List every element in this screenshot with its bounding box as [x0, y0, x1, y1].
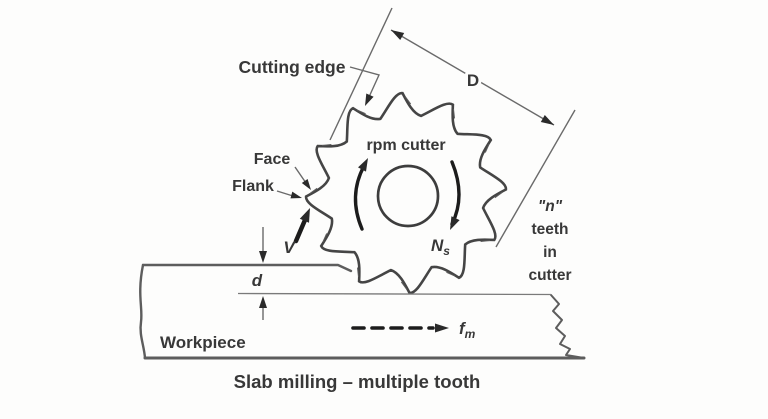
spindle-speed-main: N: [431, 236, 444, 255]
feed-label: fm: [459, 319, 476, 341]
diameter-arrowhead-right: [540, 115, 554, 125]
feed-label-sub: m: [465, 327, 476, 341]
depth-upper-arrowhead: [259, 251, 267, 263]
depth-of-cut-label: d: [252, 271, 263, 290]
workpiece-right-break-edge: [550, 294, 585, 359]
flank-leader-line: [276, 190, 294, 197]
feed-label-main: f: [459, 319, 467, 338]
velocity-arrow-shaft: [293, 217, 308, 244]
spindle-speed-label: Ns: [431, 236, 450, 258]
diameter-extension-line-lower: [495, 109, 576, 248]
teeth-note-line-3: in: [543, 244, 557, 261]
diagram-caption: Slab milling – multiple tooth: [234, 371, 481, 392]
cutter-bore-circle: [376, 164, 440, 228]
diameter-dimension-line: [390, 29, 555, 126]
rpm-cutter-label: rpm cutter: [366, 137, 445, 154]
diameter-extension-line-upper: [329, 7, 393, 141]
face-label: Face: [254, 151, 291, 168]
face-arrowhead: [301, 179, 311, 190]
cutting-edge-leader-line: [349, 66, 380, 98]
depth-of-cut-line: [237, 292, 552, 296]
workpiece-left-break-edge: [139, 263, 147, 360]
teeth-count-note: "n" teeth in cutter: [528, 198, 571, 284]
diameter-arrowhead-left: [391, 30, 405, 40]
spindle-speed-sub: s: [443, 244, 450, 258]
depth-lower-arrowhead: [259, 296, 267, 308]
rotation-arrowhead-left: [358, 158, 368, 172]
velocity-label: V: [283, 238, 296, 257]
rotation-arc-left: [353, 164, 366, 231]
cutting-edge-arrowhead: [365, 93, 374, 106]
teeth-note-line-1: "n": [538, 198, 563, 215]
teeth-note-line-4: cutter: [528, 267, 571, 284]
flank-label: Flank: [232, 178, 274, 195]
rotation-arrowhead-right: [450, 216, 460, 230]
flank-arrowhead: [290, 191, 302, 199]
face-leader-line: [294, 166, 307, 184]
cutting-edge-label: Cutting edge: [239, 57, 346, 77]
workpiece-body: [140, 265, 584, 358]
diameter-label: D: [467, 71, 479, 90]
cutter-tooth-ticks: [309, 96, 503, 290]
workpiece-label: Workpiece: [160, 333, 246, 352]
feed-arrowhead: [435, 323, 449, 333]
teeth-note-line-2: teeth: [531, 221, 568, 238]
velocity-arrowhead: [299, 208, 310, 223]
workpiece-top-edge: [141, 263, 353, 273]
